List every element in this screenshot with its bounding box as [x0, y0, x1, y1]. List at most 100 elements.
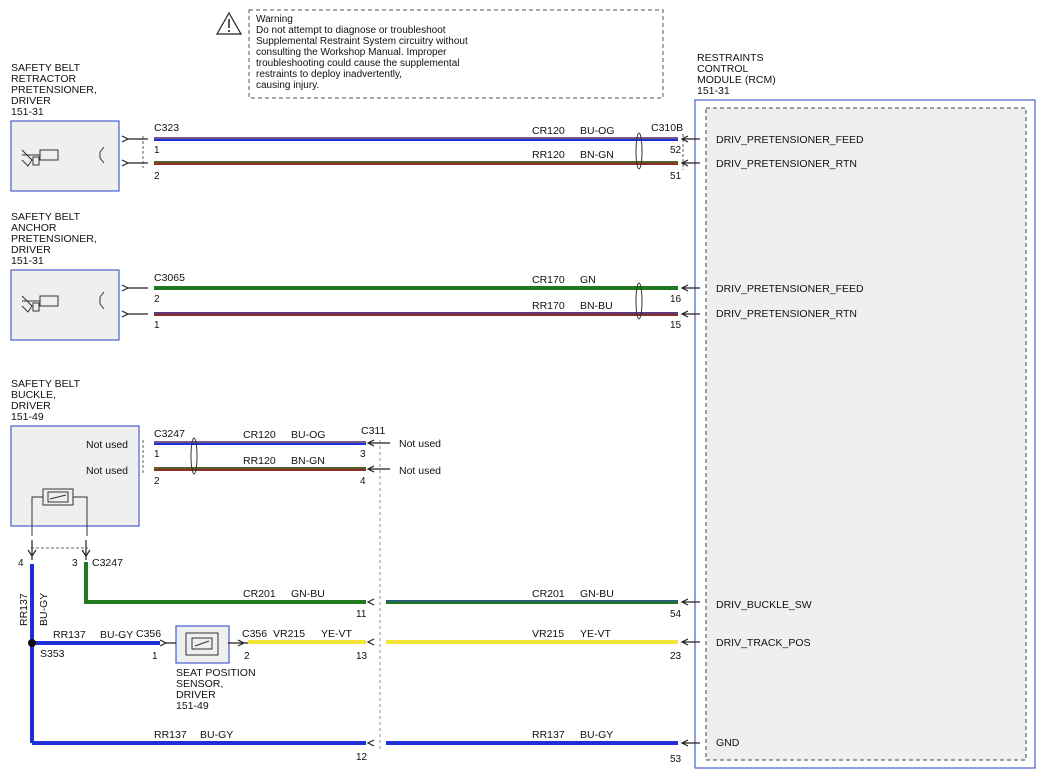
component-label: 151-31 [11, 255, 44, 267]
warning-line: Do not attempt to diagnose or troublesho… [256, 25, 446, 36]
component-label: 151-49 [11, 411, 44, 423]
not-used-label: Not used [86, 465, 128, 477]
pin-number: 23 [670, 651, 682, 662]
wire-circuit-label: RR137 [532, 729, 565, 741]
component-label: DRIVER [11, 244, 51, 256]
rcm-label: RESTRAINTS [697, 52, 764, 64]
wires [28, 137, 678, 745]
connector-label-c311: C311 [361, 425, 385, 437]
pin-number: 4 [18, 558, 24, 569]
not-used-label: Not used [399, 438, 441, 450]
wire-circuit-label: CR201 [532, 588, 565, 600]
wire-circuit-label-vertical: RR137 [18, 593, 30, 626]
not-used-label: Not used [399, 465, 441, 477]
pretensioner-symbol-icon [21, 291, 105, 313]
wire-color-label: BN-GN [580, 149, 614, 161]
connector-terminals [27, 135, 700, 747]
buckle-switch: SAFETY BELT BUCKLE, DRIVER 151-49 Not us… [10, 378, 140, 536]
switch-symbol-icon [31, 488, 88, 536]
wire-cr201-left [84, 562, 366, 604]
pin-number: 1 [154, 145, 160, 156]
connector-label-c3247: C3247 [154, 428, 185, 440]
component-label: BUCKLE, [11, 389, 56, 401]
pin-number: 11 [356, 609, 367, 620]
connector-label-c310b: C310B [651, 122, 683, 134]
pin-number: 1 [154, 449, 160, 460]
pin-number: 1 [154, 320, 160, 331]
signal-label: DRIV_PRETENSIONER_FEED [716, 134, 864, 146]
wire-color-label: BU-GY [200, 729, 233, 741]
pin-number: 15 [670, 320, 682, 331]
pin-number: 54 [670, 609, 682, 620]
warning-triangle-icon [215, 11, 243, 35]
wire-color-label: BU-GY [580, 729, 613, 741]
wire-color-label: YE-VT [321, 628, 353, 640]
warning-notice: Warning Do not attempt to diagnose or tr… [215, 9, 664, 99]
component-label: SENSOR, [176, 678, 223, 690]
warning-line: troubleshooting could cause the suppleme… [256, 58, 459, 69]
wire-circuit-label: RR120 [532, 149, 565, 161]
wire-circuit-label: VR215 [532, 628, 564, 640]
pin-number: 52 [670, 145, 682, 156]
pin-number: 51 [670, 171, 682, 182]
wire-circuit-label: CR201 [243, 588, 276, 600]
not-used-label: Not used [86, 439, 128, 451]
splice-label-s353: S353 [40, 648, 65, 660]
component-label: RETRACTOR [11, 73, 77, 85]
component-label: PRETENSIONER, [11, 233, 97, 245]
wire-color-label: YE-VT [580, 628, 612, 640]
pin-number: 3 [360, 449, 366, 460]
pretensioner-symbol-icon [21, 146, 105, 167]
pin-number: 2 [154, 294, 160, 305]
wire-circuit-label: RR137 [53, 629, 86, 641]
wire-circuit-label: RR120 [243, 455, 276, 467]
splice-s353-dot [28, 639, 36, 647]
anchor-pretensioner: SAFETY BELT ANCHOR PRETENSIONER, DRIVER … [10, 211, 120, 341]
connector-label-c356: C356 [242, 628, 267, 640]
wire-color-label: BN-GN [291, 455, 325, 467]
component-label: PRETENSIONER, [11, 84, 97, 96]
pin-numbers: 1 2 52 51 2 1 16 15 1 2 3 4 4 3 11 54 1 … [18, 145, 682, 765]
component-label: 151-49 [176, 700, 209, 712]
component-label: ANCHOR [11, 222, 57, 234]
wire-circuit-label: CR120 [243, 429, 276, 441]
wire-circuit-label: VR215 [273, 628, 305, 640]
wire-circuit-label: CR170 [532, 274, 565, 286]
signal-label: GND [716, 737, 740, 749]
wire-color-label: BN-BU [580, 300, 613, 312]
rcm-label: MODULE (RCM) [697, 74, 776, 86]
component-label: 151-31 [11, 106, 44, 118]
pin-number: 4 [360, 476, 366, 487]
signal-label: DRIV_BUCKLE_SW [716, 599, 812, 611]
signal-label: DRIV_PRETENSIONER_RTN [716, 308, 857, 320]
wire-color-label: BU-OG [580, 125, 614, 137]
component-label: SEAT POSITION [176, 667, 256, 679]
signal-label: DRIV_PRETENSIONER_FEED [716, 283, 864, 295]
wire-circuit-label: RR170 [532, 300, 565, 312]
component-label: DRIVER [176, 689, 216, 701]
wire-color-label: BU-GY [100, 629, 133, 641]
pin-number: 12 [356, 752, 368, 763]
signal-label: DRIV_PRETENSIONER_RTN [716, 158, 857, 170]
pin-number: 2 [244, 651, 250, 662]
rcm-label: 151-31 [697, 85, 730, 97]
component-label: DRIVER [11, 400, 51, 412]
connector-labels: C323 C310B C3065 C3247 C311 C3247 C356 C… [40, 122, 683, 660]
pin-number: 1 [152, 651, 158, 662]
wire-color-label: GN-BU [580, 588, 614, 600]
seat-position-sensor: SEAT POSITION SENSOR, DRIVER 151-49 [175, 625, 256, 712]
wire-circuit-label: CR120 [532, 125, 565, 137]
rcm-label: CONTROL [697, 63, 748, 75]
warning-line: causing injury. [256, 80, 319, 91]
connector-label-c3247: C3247 [92, 557, 123, 569]
wire-circuit-label: RR137 [154, 729, 187, 741]
pin-number: 2 [154, 476, 160, 487]
warning-title: Warning [256, 14, 293, 25]
warning-line: consulting the Workshop Manual. Improper [256, 47, 447, 58]
component-label: SAFETY BELT [11, 211, 81, 223]
wire-labels: CR120 BU-OG RR120 BN-GN CR170 GN RR170 B… [18, 125, 614, 741]
pin-number: 13 [356, 651, 368, 662]
wire-color-label: GN [580, 274, 596, 286]
pin-number: 53 [670, 754, 682, 765]
